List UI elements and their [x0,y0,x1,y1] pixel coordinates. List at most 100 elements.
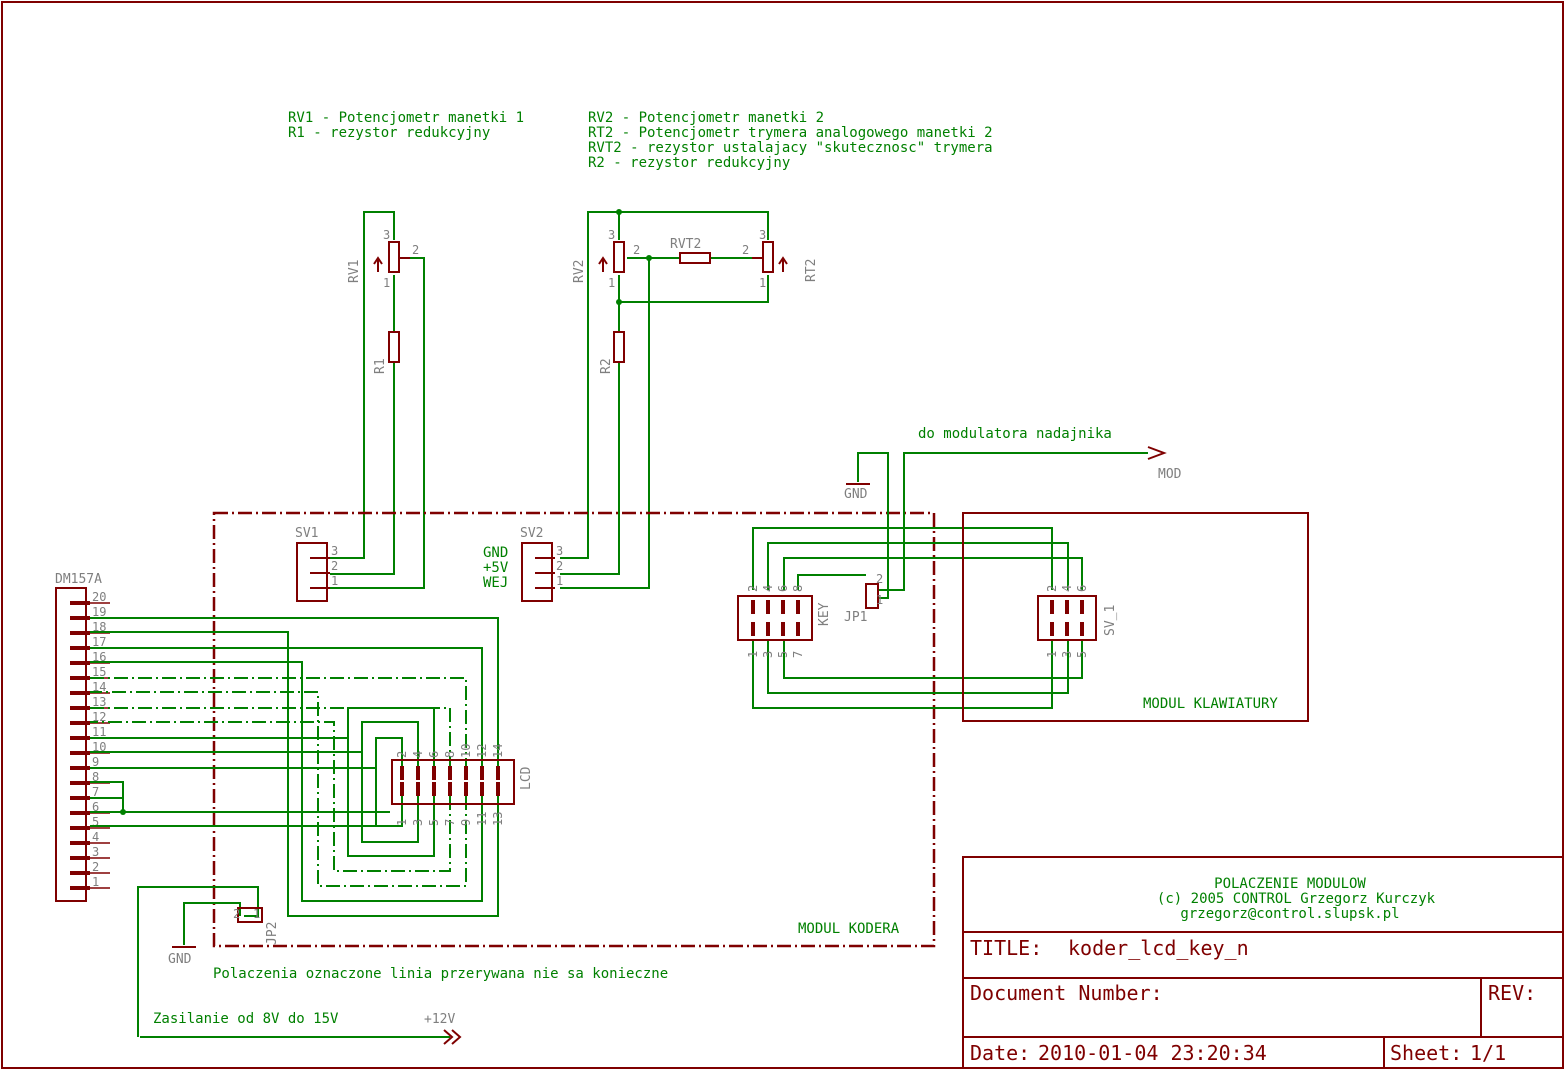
legend-rvt2: RVT2 - rezystor ustalajacy "skutecznosc"… [588,140,993,156]
lcd-pin-label: 14 [491,744,505,758]
legend-rt2: RT2 - Potencjometr trymera analogowego m… [588,125,993,141]
title-block: POLACZENIE MODULOW (c) 2005 CONTROL Grze… [962,856,1564,1069]
dm157a-pin-label: 16 [92,650,106,664]
jp2-jumper [237,907,263,923]
dm157a-pin-label: 6 [92,800,99,814]
modul-klawiatury-label: MODUL KLAWIATURY [1143,696,1278,712]
rv1-chain: 3 2 1 RV1 R1 [330,211,425,589]
svg-text:1: 1 [608,276,615,290]
mod-label: MOD [1158,467,1182,482]
rt2-trimmer [762,241,774,273]
lcd-pin-label: 1 [395,819,409,826]
p12-label: +12V [424,1012,455,1027]
title-label: TITLE: [970,936,1042,960]
svg-text:2: 2 [742,243,749,257]
modul-kodera-box [212,511,936,948]
title-line3: grzegorz@control.slupsk.pl [1180,906,1399,922]
dm157a-pin-label: 11 [92,725,106,739]
sv_1-pin-label: 2 [1045,585,1059,592]
dm157a-pin-label: 15 [92,665,106,679]
r2-label: R2 [599,358,614,374]
sv2-gnd: GND [483,545,508,561]
modul-kodera-label: MODUL KODERA [798,921,900,937]
sheet-value: 1/1 [1470,1041,1506,1065]
lcd-pin-label: 7 [443,819,457,826]
title-line1: POLACZENIE MODULOW [1214,876,1366,892]
dm157a-pin-label: 12 [92,710,106,724]
dm157a-pin-label: 8 [92,770,99,784]
key-label: KEY [817,602,832,626]
rvt2-resistor [679,252,711,264]
key-pin-label: 1 [746,651,760,658]
dm157a-pin-label: 17 [92,635,106,649]
note-dashed: Polaczenia oznaczone linia przerywana ni… [213,966,668,982]
sv1-label: SV1 [295,526,318,541]
document-number-label: Document Number: [970,981,1163,1005]
lcd-pin-label: 5 [427,819,441,826]
dm157a-pin-label: 4 [92,830,99,844]
rv1-label: RV1 [347,260,362,283]
rt2-label: RT2 [804,259,819,282]
key-pin-label: 8 [791,585,805,592]
dm157a-pin-label: 7 [92,785,99,799]
mod-section: GND MOD do modulatora nadajnika 2 1 JP1 [844,426,1182,625]
svg-text:2: 2 [412,243,419,257]
title-value: koder_lcd_key_n [1068,936,1249,960]
svg-text:1: 1 [331,574,338,588]
lcd-pin-label: 11 [475,812,489,826]
legend-r2: R2 - rezystor redukcyjny [588,155,790,171]
rvt2-label: RVT2 [670,237,701,252]
key-pin-label: 5 [776,651,790,658]
sheet-label: Sheet: [1390,1041,1462,1065]
svg-text:2: 2 [233,907,240,921]
dm157a-pin-label: 1 [92,875,99,889]
r2-resistor [613,331,625,363]
rv2-potentiometer [613,241,625,273]
key-pin-label: 7 [791,651,805,658]
lcd-pin-label: 10 [459,744,473,758]
sv_1-pin-label: 3 [1060,651,1074,658]
jp1-label: JP1 [844,610,867,625]
note-supply: Zasilanie od 8V do 15V [153,1011,339,1027]
r1-resistor [388,331,400,363]
jp2-label: JP2 [265,922,280,945]
svg-text:2: 2 [556,559,563,573]
lcd-pin-label: 9 [459,819,473,826]
sv2-connector: 3 2 1 SV2 GND +5V WEJ [483,526,563,602]
dm157a-pin-label: 2 [92,860,99,874]
svg-text:1: 1 [383,276,390,290]
lcd-pin-label: 3 [411,819,425,826]
svg-text:3: 3 [383,228,390,242]
dm157a-pin-label: 14 [92,680,106,694]
sv2-5v: +5V [483,560,509,576]
svg-text:1: 1 [556,574,563,588]
legend: RV1 - Potencjometr manetki 1 R1 - rezyst… [288,110,993,171]
sv_1-pin-label: 4 [1060,585,1074,592]
svg-text:2: 2 [331,559,338,573]
lcd-pin-label: 13 [491,812,505,826]
svg-text:3: 3 [608,228,615,242]
lcd-pin-label: 2 [395,751,409,758]
svg-text:1: 1 [253,907,260,921]
legend-rv1: RV1 - Potencjometr manetki 1 [288,110,524,126]
lcd-pin-label: 4 [411,751,425,758]
rv1-potentiometer [388,241,400,273]
gnd2-label: GND [168,952,192,967]
dm157a-pin-label: 20 [92,590,106,604]
svg-text:1: 1 [876,593,883,607]
jp1-jumper [865,583,879,609]
key-pin-label: 3 [761,651,775,658]
legend-r1: R1 - rezystor redukcyjny [288,125,490,141]
rev-label: REV: [1488,981,1536,1005]
sv_1-pin-label: 5 [1075,651,1089,658]
key-pin-label: 2 [746,585,760,592]
rv2-label: RV2 [572,260,587,283]
dm157a-pin-label: 13 [92,695,106,709]
dm157a-pin-label: 9 [92,755,99,769]
